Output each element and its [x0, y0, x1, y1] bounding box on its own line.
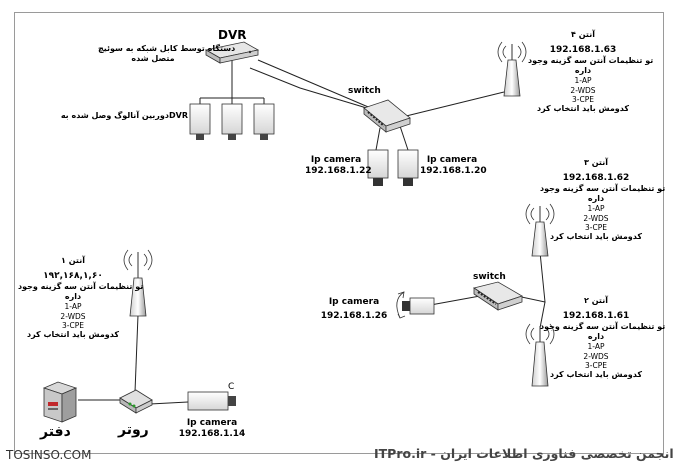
ip-camera-22-ip: 192.168.1.22: [305, 166, 372, 177]
dvr-note-line2: متصل شده: [131, 54, 175, 63]
ip-camera-26-name: Ip camera: [328, 297, 380, 307]
watermark-left: TOSINSO.COM: [6, 448, 92, 462]
antenna-2-option-3: 3-CPE: [585, 361, 607, 370]
ip-camera-22-label: Ip camera 192.168.1.22: [305, 155, 372, 178]
antenna-4-device: [497, 41, 527, 97]
ip-camera-26-device: [396, 291, 435, 319]
antenna-2-desc1: تو تنظیمات آنتن سه گزینه وجود: [540, 322, 666, 332]
switch-bottom-label: switch: [473, 272, 506, 282]
line-switch-antenna2: [539, 301, 546, 329]
camera-c-mark: C: [228, 382, 235, 392]
antenna-4-option-2: 2-WDS: [570, 85, 596, 95]
antenna-1-info: آنتن ۱ ۱۹۲,۱۶۸,۱,۶۰ تو تنظیمات آنتن سه گ…: [18, 256, 144, 340]
antenna-3-option-3: 3-CPE: [585, 223, 607, 232]
antenna-2-option-2: 2-WDS: [583, 351, 609, 361]
antenna-2-device: [525, 323, 555, 387]
switch-top-device: [363, 99, 411, 133]
antenna-1-choose: کدومش باید انتخاب کرد: [26, 330, 120, 340]
dvr-title: DVR: [218, 28, 247, 42]
antenna-1-desc2: داره: [64, 292, 82, 302]
antenna-3-option-2: 2-WDS: [583, 213, 609, 223]
line-dvr-switch: [257, 59, 381, 113]
antenna-4-ip: 192.168.1.63: [549, 45, 617, 55]
antenna-4-choose: کدومش باید انتخاب کرد: [536, 104, 630, 114]
dvr-note-line1: دستگاه توسط کابل شبکه به سوئیچ: [98, 44, 236, 53]
ip-camera-20-ip: 192.168.1.20: [420, 166, 487, 177]
analog-cameras-label: دوربین آنالوگ وصل شده بهDVR: [60, 111, 188, 120]
switch-bottom-device: [473, 281, 523, 311]
antenna-1-option-1: 1-AP: [64, 302, 82, 312]
antenna-3-option-1: 1-AP: [587, 204, 605, 214]
antenna-1-title: آنتن ۱: [61, 256, 85, 265]
antenna-2-desc2: داره: [587, 332, 605, 342]
line-switch-antenna4: [397, 91, 505, 119]
ip-camera-14-device: [187, 391, 236, 411]
antenna-2-option-1: 1-AP: [587, 342, 605, 352]
line-switch-cam22: [375, 127, 381, 151]
antenna-1-option-3: 3-CPE: [62, 321, 84, 330]
antenna-4-title: آنتن ۴: [571, 30, 595, 39]
router-label: روتر: [118, 422, 149, 438]
analog-camera-3: [253, 103, 275, 140]
antenna-1-ip: ۱۹۲,۱۶۸,۱,۶۰: [43, 271, 103, 281]
line-switch-cam20: [399, 125, 409, 151]
ip-camera-20-name: Ip camera: [426, 155, 478, 165]
analog-camera-1: [189, 103, 211, 140]
antenna-3-title: آنتن ۳: [584, 158, 608, 167]
ip-camera-14-label: Ip camera 192.168.1.14: [176, 418, 248, 441]
ip-camera-22-name: Ip camera: [310, 155, 362, 165]
antenna-2-info: آنتن ۲ 192.168.1.61 تو تنظیمات آنتن سه گ…: [540, 296, 666, 380]
router-device: [119, 389, 153, 414]
antenna-2-choose: کدومش باید انتخاب کرد: [549, 370, 643, 380]
antenna-4-desc1: تو تنظیمات آنتن سه گزینه وجود: [528, 56, 654, 66]
antenna-3-info: آنتن ۳ 192.168.1.62 تو تنظیمات آنتن سه گ…: [540, 158, 666, 242]
antenna-4-option-3: 3-CPE: [572, 95, 594, 104]
ip-camera-22-device: [367, 149, 389, 186]
antenna-3-device: [525, 203, 555, 257]
watermark-right: ITPro.ir - انجمن تخصصی فناوری اطلاعات ای…: [374, 446, 674, 461]
antenna-3-ip: 192.168.1.62: [562, 173, 630, 183]
ip-camera-14-ip: 192.168.1.14: [178, 429, 246, 440]
antenna-2-ip: 192.168.1.61: [562, 311, 630, 321]
antenna-1-desc1: تو تنظیمات آنتن سه گزینه وجود: [18, 282, 144, 292]
office-label: دفتر: [40, 424, 71, 440]
antenna-1-device: [123, 249, 153, 317]
connection-lines: [78, 59, 546, 405]
antenna-3-desc1: تو تنظیمات آنتن سه گزینه وجود: [540, 184, 666, 194]
ip-camera-20-device: [397, 149, 419, 186]
line-router-antenna1: [134, 314, 139, 393]
line-dvr-switch-2: [249, 67, 381, 113]
analog-camera-2: [221, 103, 243, 140]
office-computer-device: [42, 381, 78, 423]
line-router-cam14: [149, 401, 189, 405]
ip-camera-26-label: Ip camera 192.168.1.26: [314, 297, 394, 323]
antenna-4-option-1: 1-AP: [574, 76, 592, 86]
line-analog-drops: [199, 98, 265, 104]
antenna-3-desc2: داره: [587, 194, 605, 204]
antenna-4-desc2: داره: [574, 66, 592, 76]
ip-camera-20-label: Ip camera 192.168.1.20: [420, 155, 487, 178]
antenna-2-title: آنتن ۲: [584, 296, 608, 305]
antenna-1-option-2: 2-WDS: [60, 311, 86, 321]
ip-camera-26-ip: 192.168.1.26: [320, 311, 388, 322]
antenna-3-choose: کدومش باید انتخاب کرد: [549, 232, 643, 242]
dvr-device: [204, 41, 260, 64]
switch-top-label: switch: [348, 86, 381, 96]
ip-camera-14-name: Ip camera: [186, 418, 238, 428]
diagram-frame: [14, 12, 664, 454]
antenna-4-info: آنتن ۴ 192.168.1.63 تو تنظیمات آنتن سه گ…: [528, 30, 654, 114]
dvr-note: دستگاه توسط کابل شبکه به سوئیچ متصل شده: [98, 44, 236, 64]
